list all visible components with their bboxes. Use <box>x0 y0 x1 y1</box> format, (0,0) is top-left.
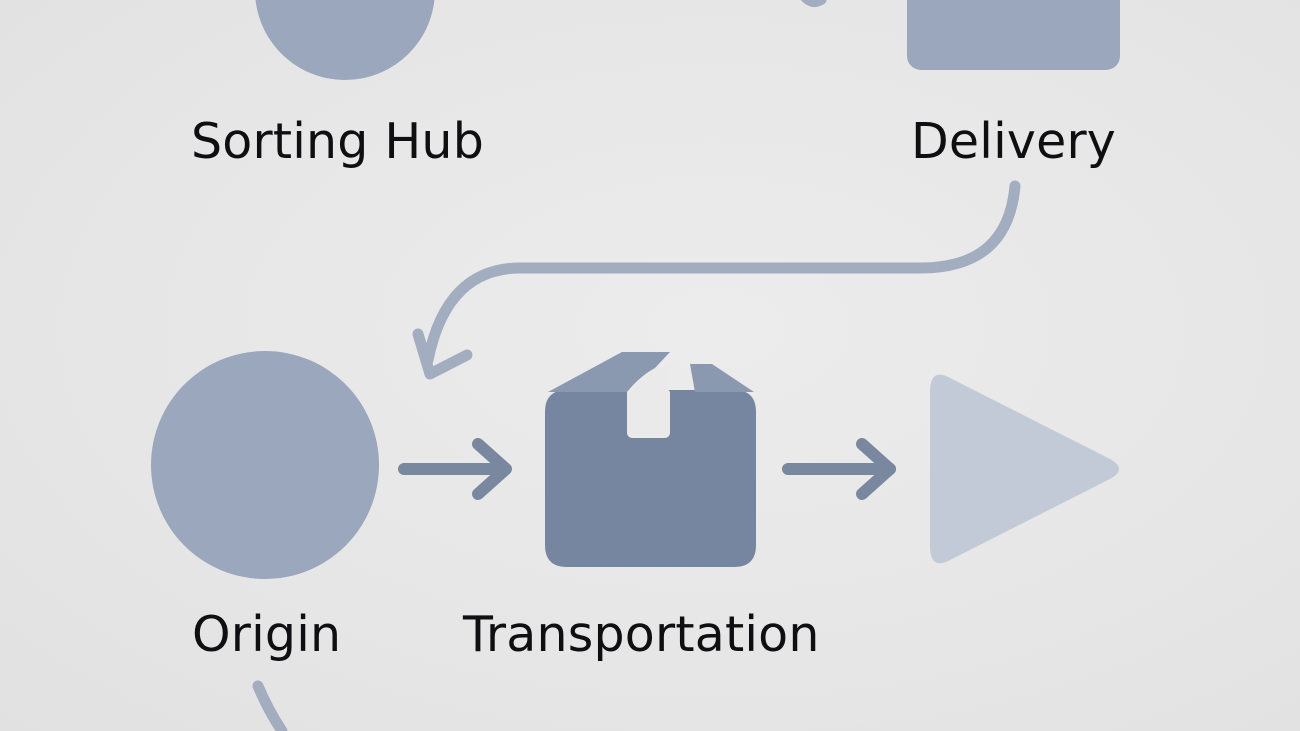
origin-node-circle <box>151 351 379 579</box>
top-connector-tail <box>800 0 827 8</box>
transportation-label: Transportation <box>463 606 820 663</box>
delivery-node-square <box>907 0 1120 70</box>
transport-to-destination-arrow <box>782 438 896 500</box>
origin-label: Origin <box>192 606 342 663</box>
transportation-package-icon <box>545 352 756 567</box>
delivery-label: Delivery <box>911 113 1116 170</box>
delivery-to-origin-connector <box>422 180 1021 366</box>
origin-bottom-connector <box>252 680 288 731</box>
sorting-hub-node-circle <box>255 0 435 80</box>
sorting-hub-label: Sorting Hub <box>191 113 484 170</box>
delivery-to-origin-arrowhead <box>412 328 473 380</box>
origin-to-transport-arrow <box>398 438 512 500</box>
destination-play-triangle <box>930 374 1119 564</box>
